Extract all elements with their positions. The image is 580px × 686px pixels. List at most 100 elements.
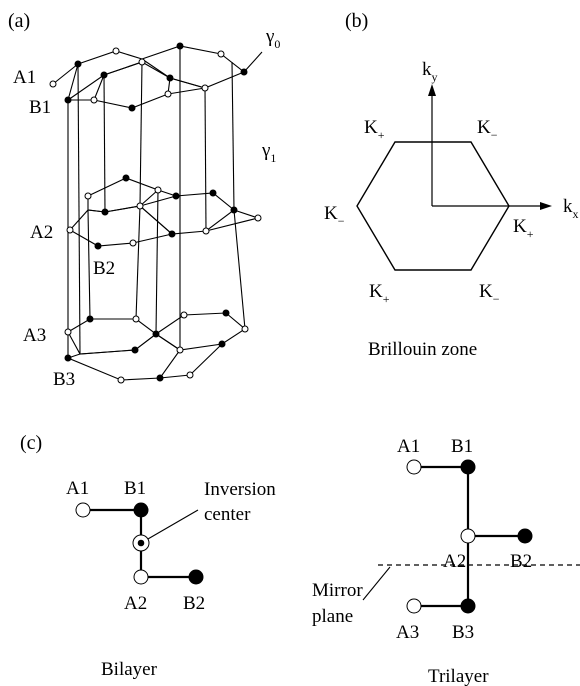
kx-axis-label: kx bbox=[563, 196, 579, 221]
site-a-atom bbox=[254, 214, 262, 222]
label-gamma0: γ0 bbox=[265, 26, 280, 51]
site-b-atom bbox=[166, 74, 174, 82]
panel-a-tag: (a) bbox=[8, 10, 30, 32]
trilayer-caption: Trilayer bbox=[428, 666, 489, 686]
site-b-atom bbox=[168, 230, 176, 238]
bilayer-caption: Bilayer bbox=[101, 659, 158, 680]
inversion-label-line-1: Inversion bbox=[204, 479, 276, 500]
site-b-atom bbox=[128, 104, 136, 112]
site-b-atom bbox=[100, 71, 108, 79]
site-a-atom bbox=[112, 47, 120, 55]
site-a-atom bbox=[201, 84, 209, 92]
panel-c-tag: (c) bbox=[20, 432, 42, 454]
site-b-atom bbox=[101, 208, 109, 216]
site-a-atom bbox=[84, 192, 92, 200]
site-b-atom bbox=[122, 174, 130, 182]
valley-label-upper-right: K− bbox=[477, 117, 498, 142]
bilayer-b2-atom bbox=[188, 569, 204, 585]
site-b-atom bbox=[86, 315, 94, 323]
site-b-atom bbox=[240, 68, 248, 76]
trilayer-label-a3: A3 bbox=[396, 622, 419, 643]
trilayer-schematic: A1 B1 A2 B2 A3 B3 Mirror plane Trilayer bbox=[312, 436, 580, 686]
interlayer-bond bbox=[233, 209, 246, 330]
interlayer-bond bbox=[139, 61, 143, 207]
top-bonds bbox=[52, 63, 79, 85]
trilayer-label-b3: B3 bbox=[452, 622, 474, 643]
top-bonds-4 bbox=[167, 87, 206, 95]
site-a-atom bbox=[136, 202, 144, 210]
site-a-atom bbox=[64, 328, 72, 336]
mid-bonds-2 bbox=[205, 209, 260, 232]
site-a-atom bbox=[176, 346, 184, 354]
inversion-pointer bbox=[140, 509, 199, 544]
lattice-bonds bbox=[52, 45, 263, 381]
lattice-labels: A1 B1 A2 B2 A3 B3 γ0 γ1 bbox=[13, 26, 280, 390]
trilayer-label-a1: A1 bbox=[397, 436, 420, 457]
site-b-atom bbox=[64, 354, 72, 362]
site-b-atom bbox=[172, 192, 180, 200]
site-a-atom bbox=[202, 227, 210, 235]
label-b1: B1 bbox=[29, 97, 51, 118]
bilayer-a1-atom bbox=[75, 502, 91, 518]
label-a1: A1 bbox=[13, 67, 36, 88]
site-a-atom bbox=[180, 311, 188, 319]
site-b-atom bbox=[64, 96, 72, 104]
trilayer-a1-atom bbox=[406, 459, 422, 475]
label-a3: A3 bbox=[23, 325, 46, 346]
site-a-atom bbox=[164, 90, 172, 98]
brillouin-zone-caption: Brillouin zone bbox=[368, 339, 477, 360]
trilayer-b1-atom bbox=[460, 459, 476, 475]
trilayer-b2-atom bbox=[517, 528, 533, 544]
label-gamma1: γ1 bbox=[261, 140, 276, 165]
interlayer-bond bbox=[103, 74, 106, 213]
bilayer-label-b1: B1 bbox=[124, 478, 146, 499]
bilayer-label-a2: A2 bbox=[124, 593, 147, 614]
panel-b: (b) ky kx K+ K− K− K+ K+ K− Brillouin bbox=[324, 10, 579, 360]
label-b3: B3 bbox=[53, 369, 75, 390]
valley-label-left: K− bbox=[324, 203, 345, 228]
ky-arrowhead bbox=[428, 84, 436, 96]
brillouin-hexagon bbox=[356, 141, 510, 271]
label-b2: B2 bbox=[93, 258, 115, 279]
valley-label-lower-right: K− bbox=[479, 281, 500, 306]
site-a-atom bbox=[49, 80, 57, 88]
site-b-atom bbox=[131, 346, 139, 354]
panel-a: (a) bbox=[8, 10, 280, 390]
lattice-atoms bbox=[49, 42, 262, 384]
trilayer-label-b1: B1 bbox=[451, 436, 473, 457]
site-b-atom bbox=[94, 242, 102, 250]
trilayer-label-a2: A2 bbox=[443, 551, 466, 572]
site-a-atom bbox=[90, 96, 98, 104]
kx-arrowhead bbox=[540, 202, 552, 210]
site-b-atom bbox=[230, 206, 238, 214]
site-a-atom bbox=[138, 58, 146, 66]
bot-hexagon-2 bbox=[155, 312, 246, 351]
mirror-label-line-2: plane bbox=[312, 606, 353, 627]
label-a2: A2 bbox=[30, 222, 53, 243]
site-b-atom bbox=[176, 42, 184, 50]
mirror-label-line-1: Mirror bbox=[312, 580, 363, 601]
site-b-atom bbox=[209, 189, 217, 197]
site-b-atom bbox=[152, 330, 160, 338]
top-hexagon-3 bbox=[93, 61, 171, 109]
site-a-atom bbox=[129, 239, 137, 247]
site-a-atom bbox=[154, 186, 162, 194]
trilayer-label-b2: B2 bbox=[510, 551, 532, 572]
bilayer-label-b2: B2 bbox=[183, 593, 205, 614]
site-b-atom bbox=[156, 374, 164, 382]
valley-label-upper-left: K+ bbox=[364, 117, 385, 142]
mirror-plane-pointer bbox=[362, 566, 391, 601]
site-b-atom bbox=[222, 309, 230, 317]
trilayer-a3-atom bbox=[406, 598, 422, 614]
mid-hexagon-1 bbox=[87, 177, 160, 213]
bilayer-b1-atom bbox=[133, 502, 149, 518]
valley-label-right: K+ bbox=[513, 216, 534, 241]
site-b-atom bbox=[218, 340, 226, 348]
inversion-center-dot bbox=[137, 539, 145, 547]
interlayer-bond bbox=[135, 205, 141, 320]
panel-c: (c) A1 B1 A2 B2 Inversion center Bilayer bbox=[20, 432, 580, 686]
interlayer-bond bbox=[77, 65, 81, 355]
site-a-atom bbox=[132, 315, 140, 323]
site-b-atom bbox=[74, 60, 82, 68]
